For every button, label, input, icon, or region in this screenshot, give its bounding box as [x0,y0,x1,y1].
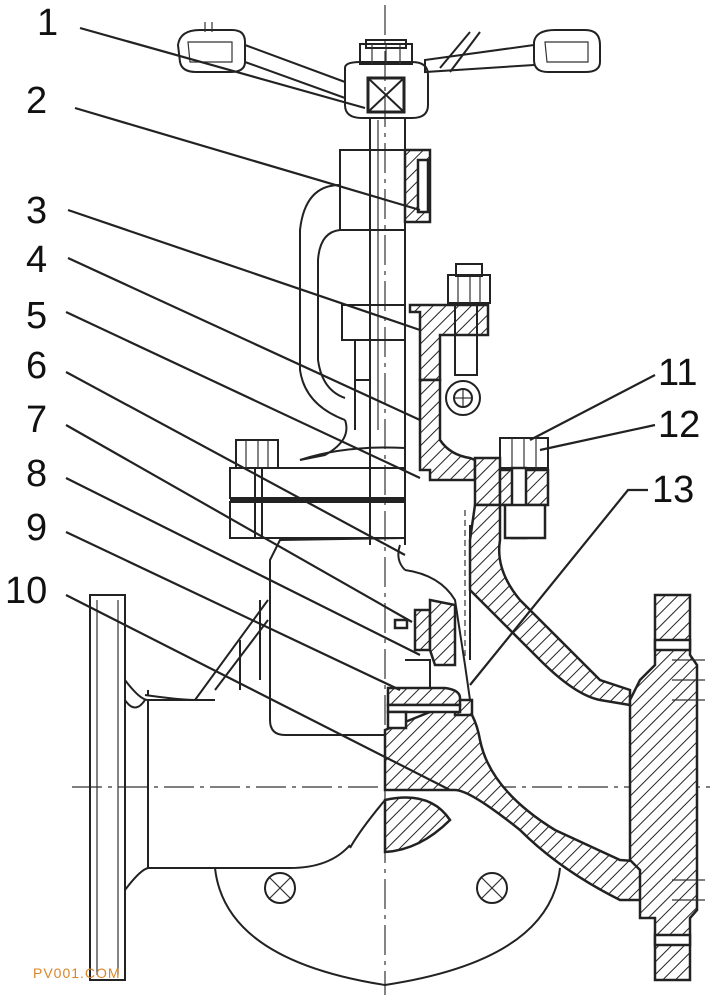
body-bottom-flange [214,799,561,987]
left-flange [89,594,351,981]
label-4: 4 [26,239,47,281]
label-6: 6 [26,345,47,387]
leader-6 [65,371,406,556]
label-11: 11 [658,352,697,394]
leader-2 [74,106,421,212]
label-12: 12 [658,404,700,446]
leader-4 [67,257,421,421]
leader-12 [539,423,656,452]
label-13: 13 [652,469,694,511]
label-1: 1 [37,2,58,44]
leader-11 [529,374,656,441]
label-10: 10 [5,570,47,612]
leader-1 [79,26,366,110]
leader-10 [65,594,451,791]
bonnet-flange [229,439,406,539]
label-5: 5 [26,295,47,337]
leader-13 [469,488,648,686]
leader-lines [65,26,656,791]
leader-8 [65,477,421,656]
valve-body-left [124,537,406,736]
label-3: 3 [26,190,47,232]
stem [369,118,406,545]
label-8: 8 [26,453,47,495]
leader-9 [65,531,401,691]
disc-assembly [386,510,472,730]
right-flange [628,593,705,982]
body-bolt [499,437,549,540]
label-2: 2 [26,80,47,122]
leader-5 [65,311,421,479]
yoke [299,149,406,461]
gland-bolt [445,263,491,416]
label-7: 7 [26,399,47,441]
watermark: PV001.COM [33,965,121,981]
handwheel [176,22,601,119]
leader-7 [65,424,413,623]
leader-3 [67,208,421,332]
part-labels: 1 2 3 4 5 6 7 8 9 10 11 12 13 [5,2,700,612]
label-9: 9 [26,507,47,549]
